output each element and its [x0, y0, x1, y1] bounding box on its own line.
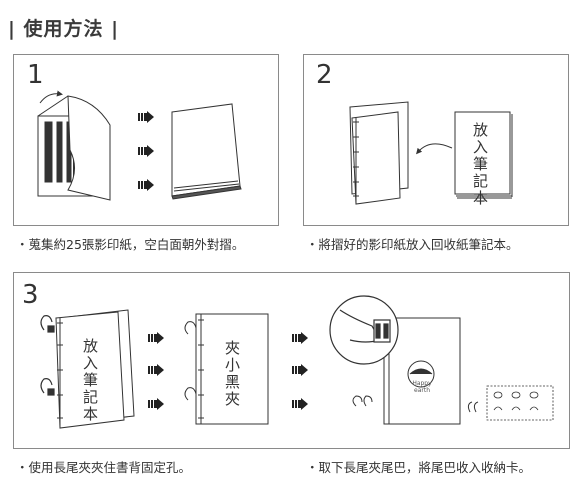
step-2-caption: ・將摺好的影印紙放入回收紙筆記本。 [306, 237, 519, 252]
step3-arrows-1 [148, 332, 164, 410]
step1-arrows [138, 111, 154, 191]
page-title: | 使用方法 | [8, 18, 120, 40]
binder-clip-icon [40, 315, 55, 396]
magnifier-circle [329, 295, 399, 365]
folding-paper-illustration [37, 90, 111, 201]
insert-arrow [416, 143, 453, 155]
notebook-stack-illustration [454, 111, 513, 199]
step-1-caption: ・蒐集約25張影印紙，空白面朝外對摺。 [16, 237, 245, 252]
clip-tail-icon [352, 395, 479, 413]
notebook-label-step2: 放入筆記本 [471, 122, 489, 207]
clip-label-step3: 夾小黑夾 [223, 340, 241, 408]
paper-stack-illustration [171, 103, 242, 200]
open-notebook-illustration [349, 101, 409, 205]
step-1-number: 1 [27, 60, 44, 90]
step-3-caption-left: ・使用長尾夾夾住書背固定孔。 [16, 460, 192, 475]
storage-card-illustration [486, 385, 554, 421]
step-2-number: 2 [316, 60, 333, 90]
clipped-notebook-illustration [55, 309, 135, 429]
step-3-number: 3 [22, 280, 39, 310]
step-2-panel [303, 54, 569, 226]
clipped-notebook-2-illustration [184, 313, 269, 425]
step-3-caption-right: ・取下長尾夾尾巴，將尾巴收入收納卡。 [306, 460, 532, 475]
step3-arrows-2 [292, 332, 308, 410]
happy-earth-logo-text: Happy earth [412, 380, 432, 394]
notebook-label-step3: 放入筆記本 [81, 338, 99, 423]
